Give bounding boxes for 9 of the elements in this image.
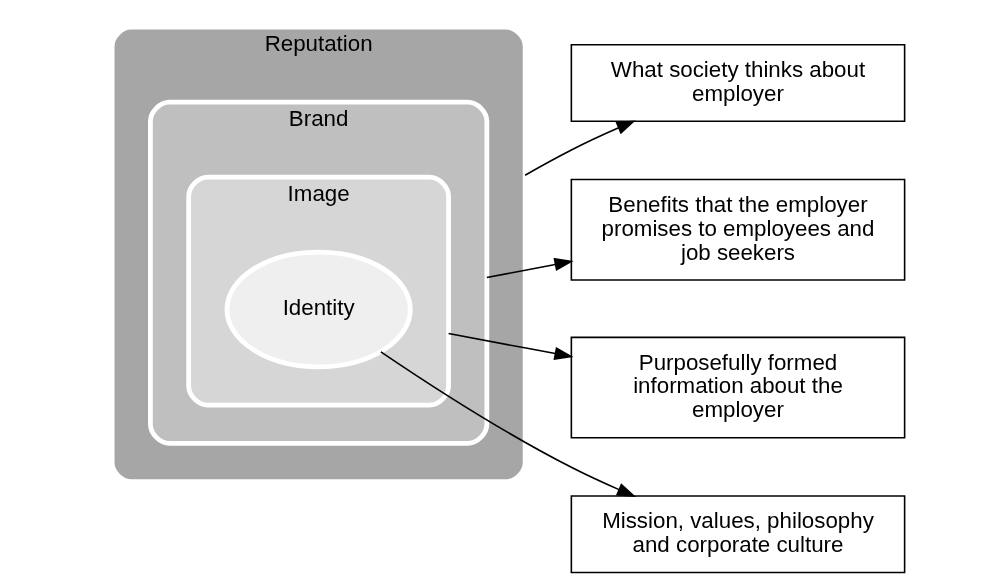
arrow xyxy=(447,332,574,361)
node-box: Benefits that the employer promises to employees and job seekers xyxy=(570,178,906,281)
node-box: Purposefully formed information about the employer xyxy=(570,336,906,439)
node-ellipse: Identity xyxy=(224,249,413,370)
arrow xyxy=(524,120,636,176)
arrow xyxy=(486,257,574,279)
node-box: Mission, values, philosophy and corporate culture xyxy=(570,495,906,574)
arrow xyxy=(380,351,637,497)
node-box: What society thinks about employer xyxy=(570,43,906,123)
